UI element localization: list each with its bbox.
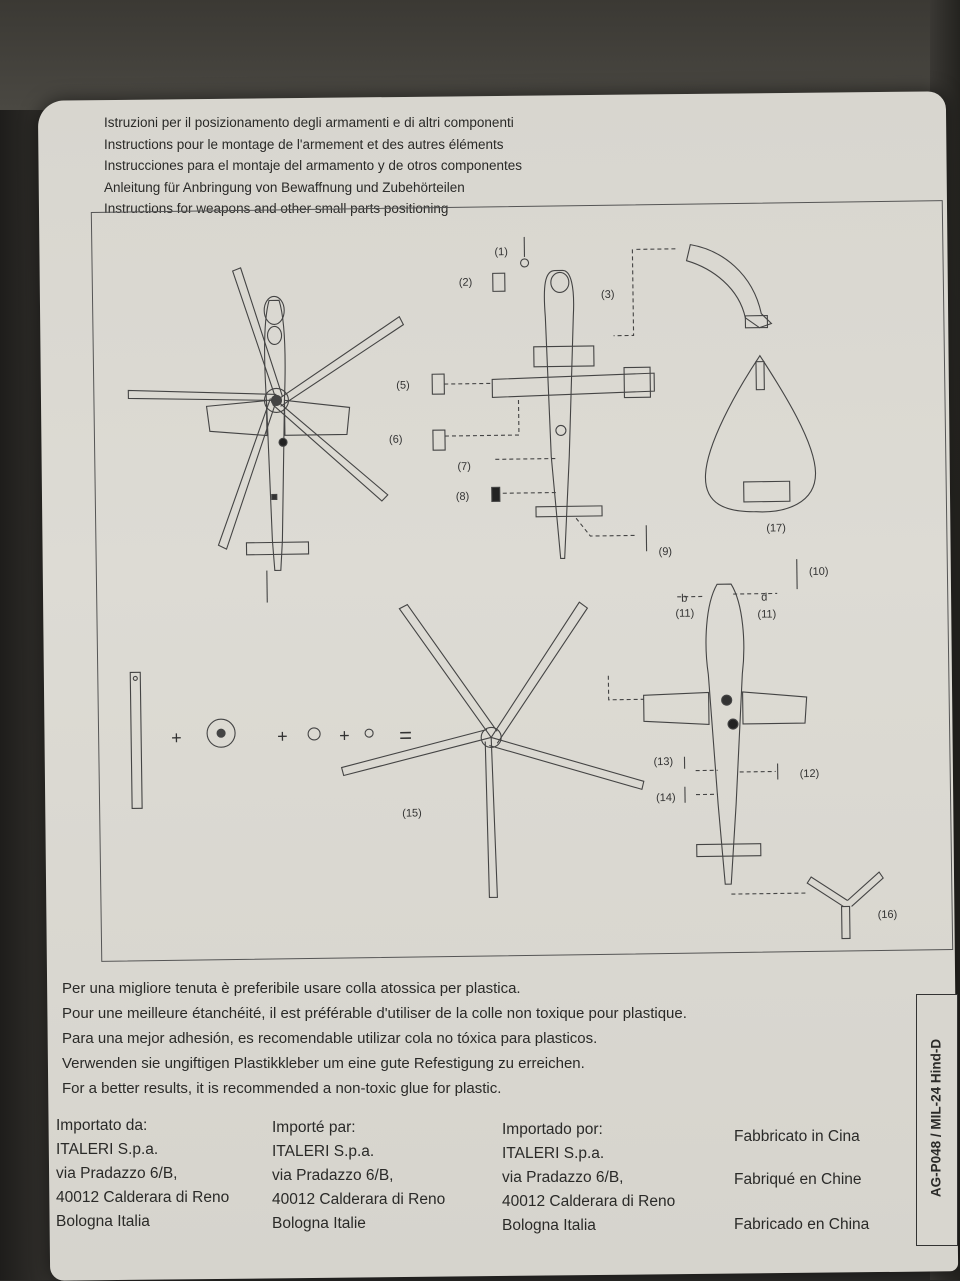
helicopter-bottom-view — [642, 583, 809, 885]
label-part-14: (14) — [656, 792, 676, 804]
operator-equals: = — [399, 723, 412, 748]
header-line-de: Anleitung für Anbringung von Bewaffnung … — [104, 177, 704, 199]
importer-city: 40012 Calderara di Reno — [272, 1188, 445, 1212]
glue-notice: Per una migliore tenuta è preferibile us… — [62, 976, 822, 1101]
made-in-fr: Fabriqué en Chine — [734, 1171, 862, 1189]
importer-region: Bologna Italia — [502, 1214, 675, 1238]
small-parts — [430, 233, 800, 806]
glue-line-it: Per una migliore tenuta è preferibile us… — [62, 976, 822, 1001]
mark-b: b — [681, 593, 687, 605]
importer-company: ITALERI S.p.a. — [502, 1142, 675, 1166]
operator-plus-3: + — [339, 725, 350, 745]
label-part-12: (12) — [800, 768, 820, 780]
importer-city: 40012 Calderara di Reno — [502, 1190, 675, 1214]
label-part-3: (3) — [601, 289, 615, 301]
product-code: AG-P048 / MIL-24 Hind-D — [929, 1039, 944, 1197]
importer-block-es: Importado por: ITALERI S.p.a. via Pradaz… — [502, 1118, 675, 1238]
operator-plus-2: + — [277, 726, 288, 746]
label-part-16: (16) — [878, 909, 898, 921]
label-part-13: (13) — [653, 756, 673, 768]
header-line-es: Instrucciones para el montaje del armame… — [104, 155, 704, 177]
label-part-17: (17) — [766, 522, 786, 534]
rotor-assembly-row — [129, 598, 884, 948]
importer-title: Importé par: — [272, 1116, 445, 1140]
importer-street: via Pradazzo 6/B, — [272, 1164, 445, 1188]
label-part-7: (7) — [457, 461, 471, 473]
label-part-5: (5) — [396, 380, 410, 392]
label-part-10: (10) — [809, 566, 829, 578]
label-part-1: (1) — [494, 246, 508, 258]
operator-plus-1: + — [171, 728, 182, 748]
label-part-11-right: (11) — [757, 608, 776, 620]
importer-city: 40012 Calderara di Reno — [56, 1186, 229, 1210]
helicopter-top-view — [127, 266, 408, 605]
glue-line-de: Verwenden sie ungiftigen Plastikkleber u… — [62, 1051, 822, 1076]
importer-title: Importado por: — [502, 1118, 675, 1142]
importer-region: Bologna Italia — [56, 1210, 229, 1234]
importer-region: Bologna Italie — [272, 1212, 445, 1236]
part-17-drawing — [686, 243, 816, 513]
glue-line-en: For a better results, it is recommended … — [62, 1076, 822, 1101]
glue-line-fr: Pour une meilleure étanchéité, il est pr… — [62, 1001, 822, 1026]
label-part-15: (15) — [402, 807, 422, 819]
importer-company: ITALERI S.p.a. — [272, 1140, 445, 1164]
helicopter-side-view — [491, 269, 657, 559]
mark-d: d — [761, 592, 767, 604]
importer-company: ITALERI S.p.a. — [56, 1138, 229, 1162]
importer-title: Importato da: — [56, 1114, 229, 1138]
importer-block-fr: Importé par: ITALERI S.p.a. via Pradazzo… — [272, 1116, 445, 1236]
label-part-2: (2) — [459, 277, 473, 289]
importer-street: via Pradazzo 6/B, — [502, 1166, 675, 1190]
glue-line-es: Para una mejor adhesión, es recomendable… — [62, 1026, 822, 1051]
label-part-8: (8) — [456, 491, 470, 503]
label-part-6: (6) — [389, 434, 403, 446]
label-part-11-left: (11) — [675, 608, 694, 620]
diagram-frame: (1) (2) (3) (5) (6) (7) (8) (9) (10) (11… — [91, 200, 953, 962]
importer-street: via Pradazzo 6/B, — [56, 1162, 229, 1186]
made-in-es: Fabricado en China — [734, 1216, 869, 1234]
importer-block-it: Importato da: ITALERI S.p.a. via Pradazz… — [56, 1114, 229, 1234]
label-part-9: (9) — [659, 546, 673, 558]
header-line-it: Istruzioni per il posizionamento degli a… — [104, 112, 704, 134]
assembly-diagram: (1) (2) (3) (5) (6) (7) (8) (9) (10) (11… — [92, 201, 952, 961]
leader-lines — [442, 247, 807, 898]
instruction-header: Istruzioni per il posizionamento degli a… — [104, 112, 704, 220]
header-line-fr: Instructions pour le montage de l'armeme… — [104, 134, 704, 156]
made-in-it: Fabbricato in Cina — [734, 1128, 860, 1146]
